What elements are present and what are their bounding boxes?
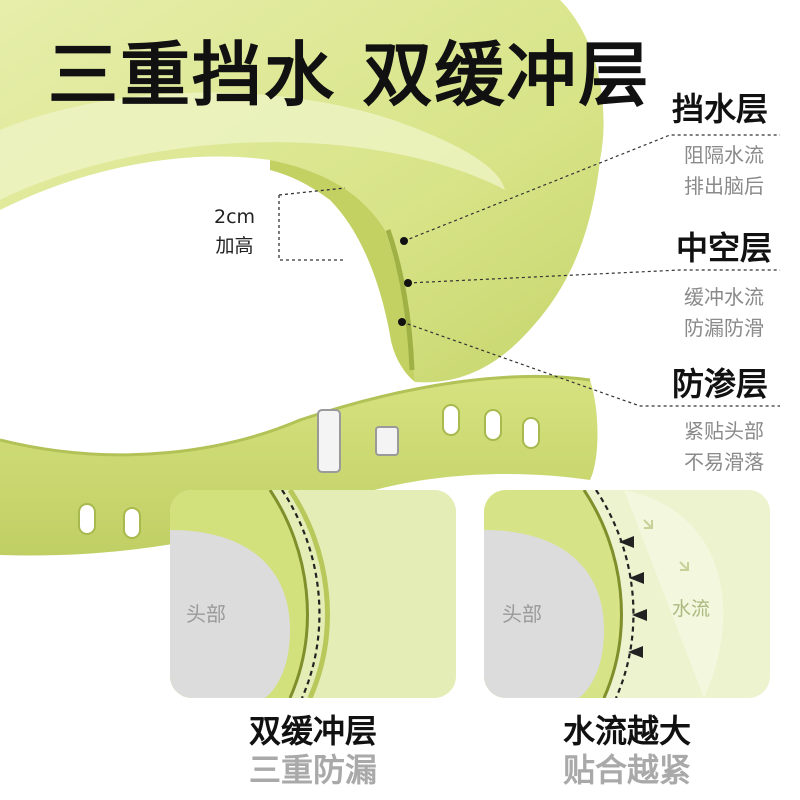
inset-double-buffer: 头部 [170, 490, 456, 698]
inset-water-pressure: 头部 水流 [484, 490, 770, 698]
caption-water-pressure: 水流越大 贴合越紧 [484, 712, 770, 790]
headline: 三重挡水 双缓冲层 [48, 34, 651, 116]
cap-inner-wall-edge [385, 229, 415, 371]
leader-lines [401, 134, 780, 407]
caption-line: 水流越大 [562, 712, 691, 750]
layer-desc-line: 排出脑后 [684, 174, 764, 198]
layer-title-seepage: 防渗层 [672, 365, 769, 403]
layer-desc-water-block: 阻隔水流 排出脑后 [684, 140, 764, 202]
strap-holes [78, 404, 540, 539]
inset-head-label: 头部 [502, 602, 542, 626]
layer-desc-seepage: 紧贴头部 不易滑落 [684, 416, 764, 478]
cap-inner-wall [270, 160, 415, 382]
water-arrows [619, 536, 647, 658]
caption-line: 三重防漏 [248, 751, 377, 790]
caption-double-buffer: 双缓冲层 三重防漏 [170, 712, 456, 790]
layer-desc-line: 阻隔水流 [684, 143, 764, 167]
layer-desc-line: 缓冲水流 [684, 285, 764, 309]
inset-cross-section [484, 490, 770, 698]
inset-head-label: 头部 [186, 602, 226, 626]
caption-line: 双缓冲层 [248, 712, 377, 750]
height-bracket [278, 187, 346, 261]
layer-title-hollow: 中空层 [676, 229, 773, 267]
leader-dots [398, 237, 412, 326]
inset-water-label: 水流 [672, 598, 711, 620]
layer-desc-hollow: 缓冲水流 防漏防滑 [684, 282, 764, 344]
cap-rim-highlight [0, 92, 505, 200]
inset-cross-section [170, 490, 456, 698]
layer-title-water-block: 挡水层 [672, 90, 769, 128]
strap-buckle [317, 409, 399, 473]
layer-desc-line: 紧贴头部 [684, 419, 764, 443]
layer-desc-line: 防漏防滑 [684, 316, 764, 340]
height-note: 2cm 加高 [214, 203, 255, 262]
height-note-label: 加高 [215, 235, 254, 258]
caption-line: 贴合越紧 [562, 751, 691, 790]
layer-desc-line: 不易滑落 [684, 450, 764, 474]
height-note-value: 2cm [214, 206, 256, 228]
